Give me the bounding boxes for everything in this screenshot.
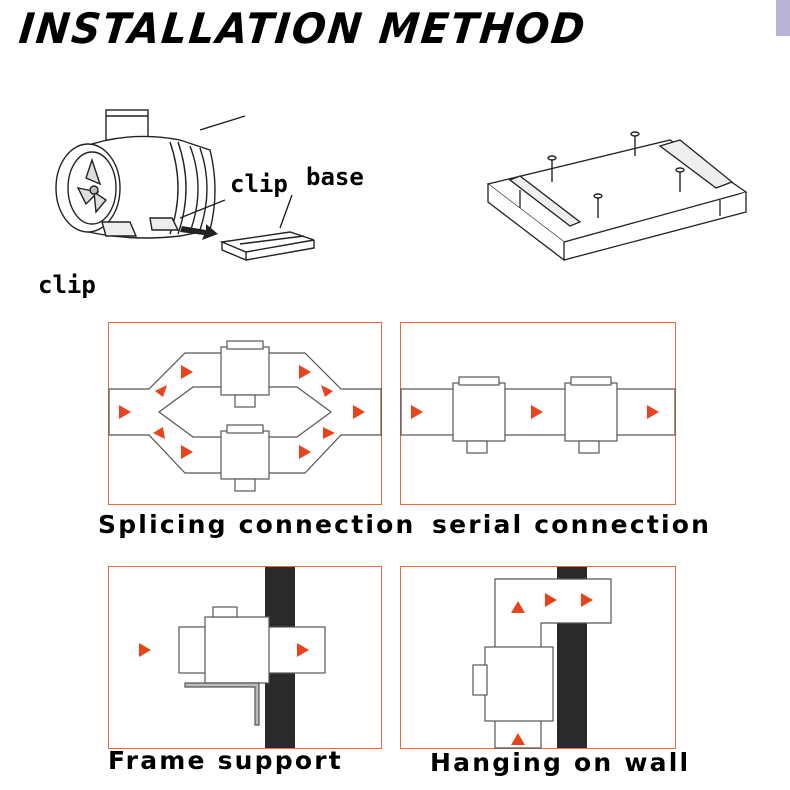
- caption-frame: Frame support: [108, 746, 343, 775]
- base-screws-illustration: [486, 131, 748, 262]
- splicing-diagram: [108, 340, 382, 492]
- caption-splicing: Splicing connection: [98, 510, 416, 539]
- flow-arrows: [411, 405, 659, 419]
- fan-clip-illustration: [55, 109, 315, 262]
- page-title: INSTALLATION METHOD: [16, 5, 589, 54]
- wall-diagram: [472, 567, 612, 749]
- corner-tab: [776, 0, 790, 36]
- flow-arrows: [139, 643, 309, 657]
- panel-wall: [400, 566, 676, 749]
- flow-arrows: [119, 365, 365, 459]
- label-base: base: [306, 163, 364, 191]
- flow-arrows: [511, 593, 593, 745]
- panel-serial: [400, 322, 676, 505]
- caption-serial: serial connection: [432, 510, 712, 539]
- caption-wall: Hanging on wall: [430, 748, 691, 777]
- label-clip-bottom: clip: [38, 271, 96, 299]
- panel-frame: [108, 566, 382, 749]
- frame-diagram: [139, 567, 326, 748]
- label-clip-top: clip: [230, 170, 288, 198]
- serial-diagram: [400, 376, 676, 454]
- panel-splicing: [108, 322, 382, 505]
